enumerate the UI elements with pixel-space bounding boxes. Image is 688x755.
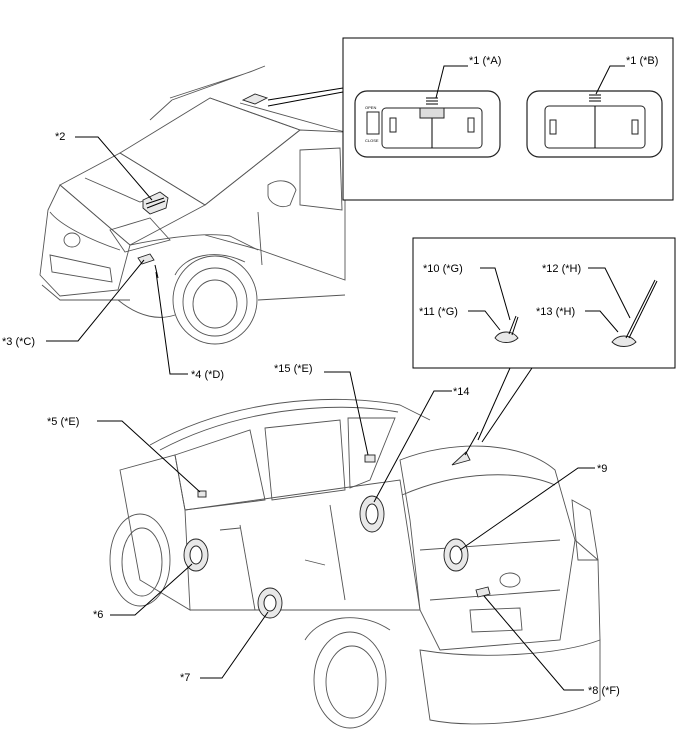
svg-text:OPEN: OPEN <box>365 105 376 110</box>
label-2: *2 <box>55 131 65 143</box>
rear-vehicle-illustration <box>109 398 601 729</box>
label-12: *12 (*H) <box>542 263 581 275</box>
label-11: *11 (*G) <box>419 306 458 318</box>
label-9: *9 <box>597 463 607 475</box>
overhead-console-b <box>526 90 663 158</box>
overhead-console-a: OPEN CLOSE <box>354 90 501 158</box>
quarter-speaker-left-shape <box>359 495 385 533</box>
label-6: *6 <box>93 609 103 621</box>
label-15: *15 (*E) <box>274 363 313 375</box>
leader-roof-inset <box>267 87 344 101</box>
label-4: *4 (*D) <box>191 369 224 381</box>
label-8: *8 (*F) <box>588 685 620 697</box>
front-door-speaker-shape <box>183 538 209 572</box>
label-3: *3 (*C) <box>2 336 35 348</box>
label-5: *5 (*E) <box>47 416 79 428</box>
quarter-speaker-right-shape <box>443 538 469 572</box>
rear-door-speaker-shape <box>257 587 283 619</box>
label-1a: *1 (*A) <box>469 55 501 67</box>
label-13: *13 (*H) <box>536 306 575 318</box>
label-7: *7 <box>180 672 190 684</box>
leader-lines <box>46 136 595 691</box>
label-10: *10 (*G) <box>423 263 463 275</box>
antenna-inset <box>412 237 676 443</box>
leader-roof-inset-2 <box>267 91 344 107</box>
label-1b: *1 (*B) <box>626 55 658 67</box>
front-vehicle-illustration <box>39 65 346 345</box>
callout-labels: *1 (*A) *1 (*B) *2 *3 (*C) *4 (*D) *15 (… <box>2 55 658 697</box>
overhead-console-inset: OPEN CLOSE <box>342 37 674 201</box>
svg-text:CLOSE: CLOSE <box>365 138 379 143</box>
label-14: *14 <box>453 386 470 398</box>
